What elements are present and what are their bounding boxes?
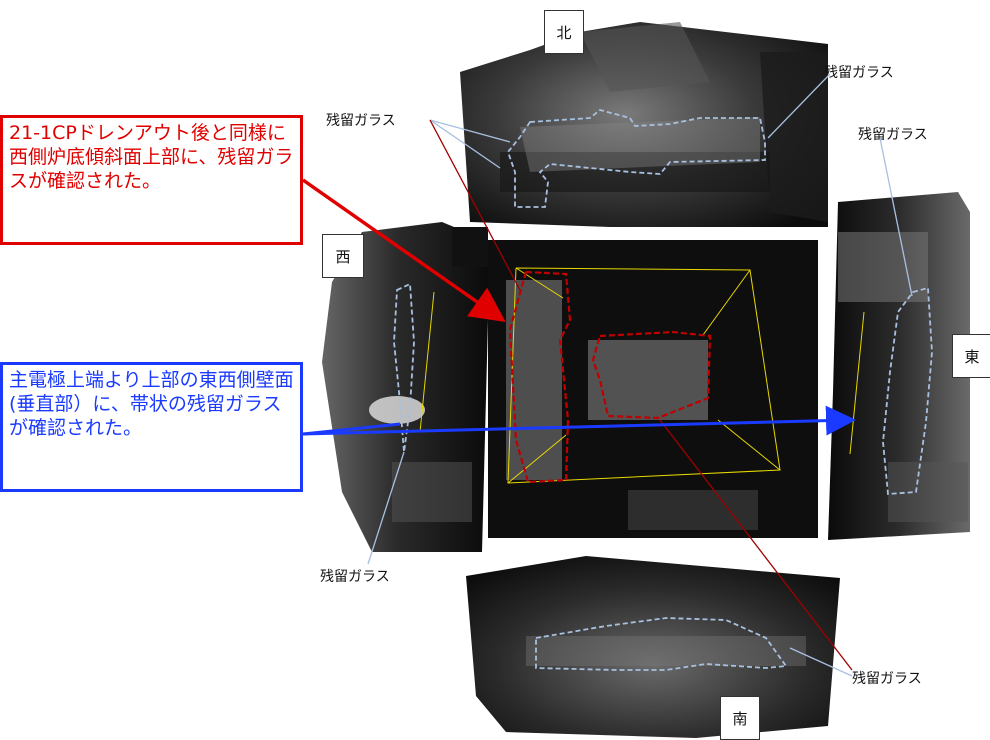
north-wall-photo bbox=[460, 22, 828, 227]
direction-label-east: 東 bbox=[952, 334, 990, 378]
callout-west-floor-slope: 21-1CPドレンアウト後と同様に西側炉底傾斜面上部に、残留ガラスが確認された。 bbox=[0, 115, 303, 245]
south-wall-photo bbox=[466, 556, 840, 738]
residual-glass-label-north-left: 残留ガラス bbox=[326, 113, 396, 129]
residual-glass-label-north-right: 残留ガラス bbox=[824, 65, 894, 81]
direction-label-north: 北 bbox=[544, 10, 584, 54]
direction-label-south: 南 bbox=[720, 696, 760, 740]
direction-label-west: 西 bbox=[322, 234, 364, 278]
east-wall-photo bbox=[828, 192, 970, 540]
residual-glass-label-south: 残留ガラス bbox=[852, 671, 922, 687]
callout-east-west-walls: 主電極上端より上部の東西側壁面(垂直部）に、帯状の残留ガラスが確認された。 bbox=[0, 362, 303, 492]
floor-photo bbox=[488, 240, 818, 538]
residual-glass-label-west: 残留ガラス bbox=[320, 569, 390, 585]
residual-glass-label-east: 残留ガラス bbox=[858, 127, 928, 143]
